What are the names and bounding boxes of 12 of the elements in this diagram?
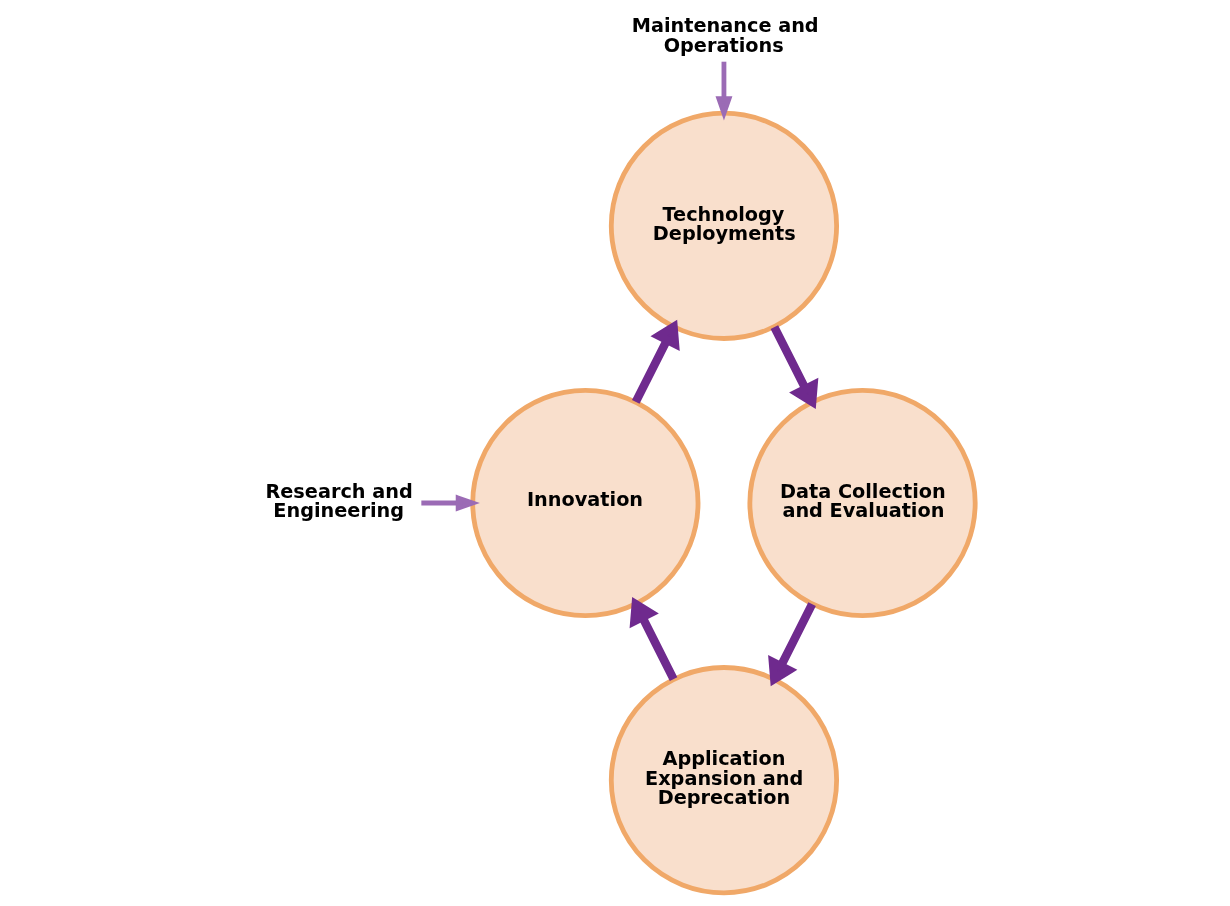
- node-circle: Technology Deployments: [608, 110, 839, 341]
- arrow: [420, 494, 480, 512]
- node-circle: Innovation: [469, 387, 700, 619]
- node-text: Maintenance and Operations: [631, 14, 819, 57]
- node-circle: Data Collection and Evaluation: [746, 387, 978, 619]
- node-circle: Application Expansion and Deprecation: [608, 665, 839, 896]
- arrow: [631, 319, 680, 404]
- arrow: [715, 61, 732, 121]
- arrow: [767, 602, 816, 687]
- node-text: Research and Engineering: [264, 479, 413, 523]
- arrow: [629, 596, 677, 681]
- arrow: [770, 325, 818, 410]
